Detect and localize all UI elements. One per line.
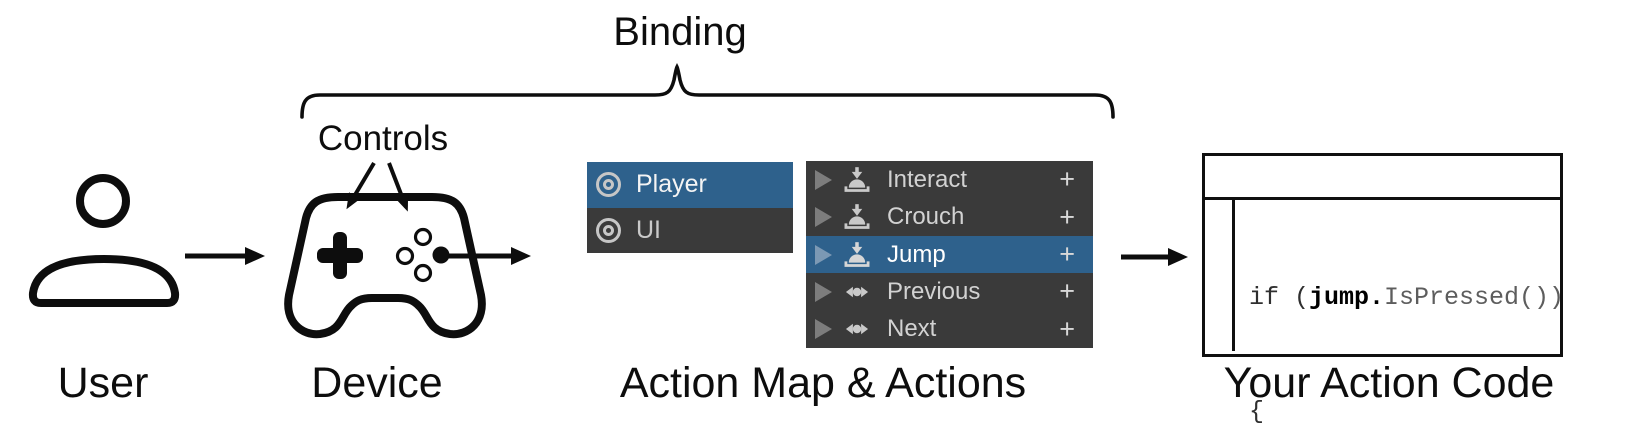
action-label: Crouch [887,203,965,231]
arrow-user-to-device [185,247,265,265]
action-label: Interact [887,165,968,193]
add-binding-button[interactable]: + [1059,239,1075,270]
user-label: User [57,359,149,407]
code-line-1: if (jump.IsPressed()) [1249,283,1565,312]
code-window: if (jump.IsPressed()) { // your code } [1202,153,1564,426]
controls-label: Controls [317,119,449,158]
your-action-code-label: Your Action Code [1223,359,1555,407]
axis-icon [845,324,869,335]
action-map-and-actions-label: Action Map & Actions [619,359,1027,407]
code-snippet: if (jump.IsPressed()) { // your code } [1249,203,1564,434]
action-label: Next [887,315,937,343]
action-map-icon [596,172,621,198]
code-line-2: { [1249,397,1265,426]
dpad-icon [317,232,363,279]
disclosure-triangle-icon[interactable] [815,244,832,265]
action-label: Jump [887,240,946,268]
action-map-item-label: Player [636,170,707,199]
add-binding-button[interactable]: + [1059,313,1075,344]
action-label: Previous [887,277,981,305]
disclosure-triangle-icon[interactable] [815,207,832,228]
action-map-item-label: UI [636,215,661,244]
code-window-titlebar [1205,156,1560,200]
button-press-icon [844,166,870,192]
action-row-interact[interactable]: Interact + [806,161,1093,199]
arrow-device-to-actionmap [445,247,531,265]
binding-title: Binding [613,10,747,54]
code-window-body: if (jump.IsPressed()) { // your code } [1205,200,1564,426]
face-buttons-icon [395,227,450,283]
action-row-crouch[interactable]: Crouch + [806,198,1093,236]
add-binding-button[interactable]: + [1059,276,1075,307]
action-map-icon [596,217,621,243]
action-row-previous[interactable]: Previous + [806,273,1093,311]
binding-brace [300,62,1115,119]
arrow-actions-to-code [1121,248,1188,266]
action-map-item-ui[interactable]: UI [587,207,793,253]
action-map-item-player[interactable]: Player [587,162,793,208]
button-press-icon [844,204,870,230]
action-row-jump[interactable]: Jump + [806,235,1093,274]
disclosure-triangle-icon[interactable] [815,281,832,302]
disclosure-triangle-icon[interactable] [815,169,832,190]
action-variable: jump. [1309,283,1385,312]
code-gutter-divider [1232,200,1235,351]
add-binding-button[interactable]: + [1059,164,1075,195]
disclosure-triangle-icon[interactable] [815,319,832,340]
add-binding-button[interactable]: + [1059,201,1075,232]
action-map-panel: Player UI [587,162,793,253]
axis-icon [845,286,869,298]
user-icon [28,174,180,307]
controls-pointer-arrows [346,161,409,212]
gamepad-icon [284,193,486,339]
button-press-icon [844,241,870,267]
actions-panel: Interact + Crouch + Jump + [806,161,1093,349]
device-label: Device [311,359,443,407]
action-row-next[interactable]: Next + [806,310,1093,349]
